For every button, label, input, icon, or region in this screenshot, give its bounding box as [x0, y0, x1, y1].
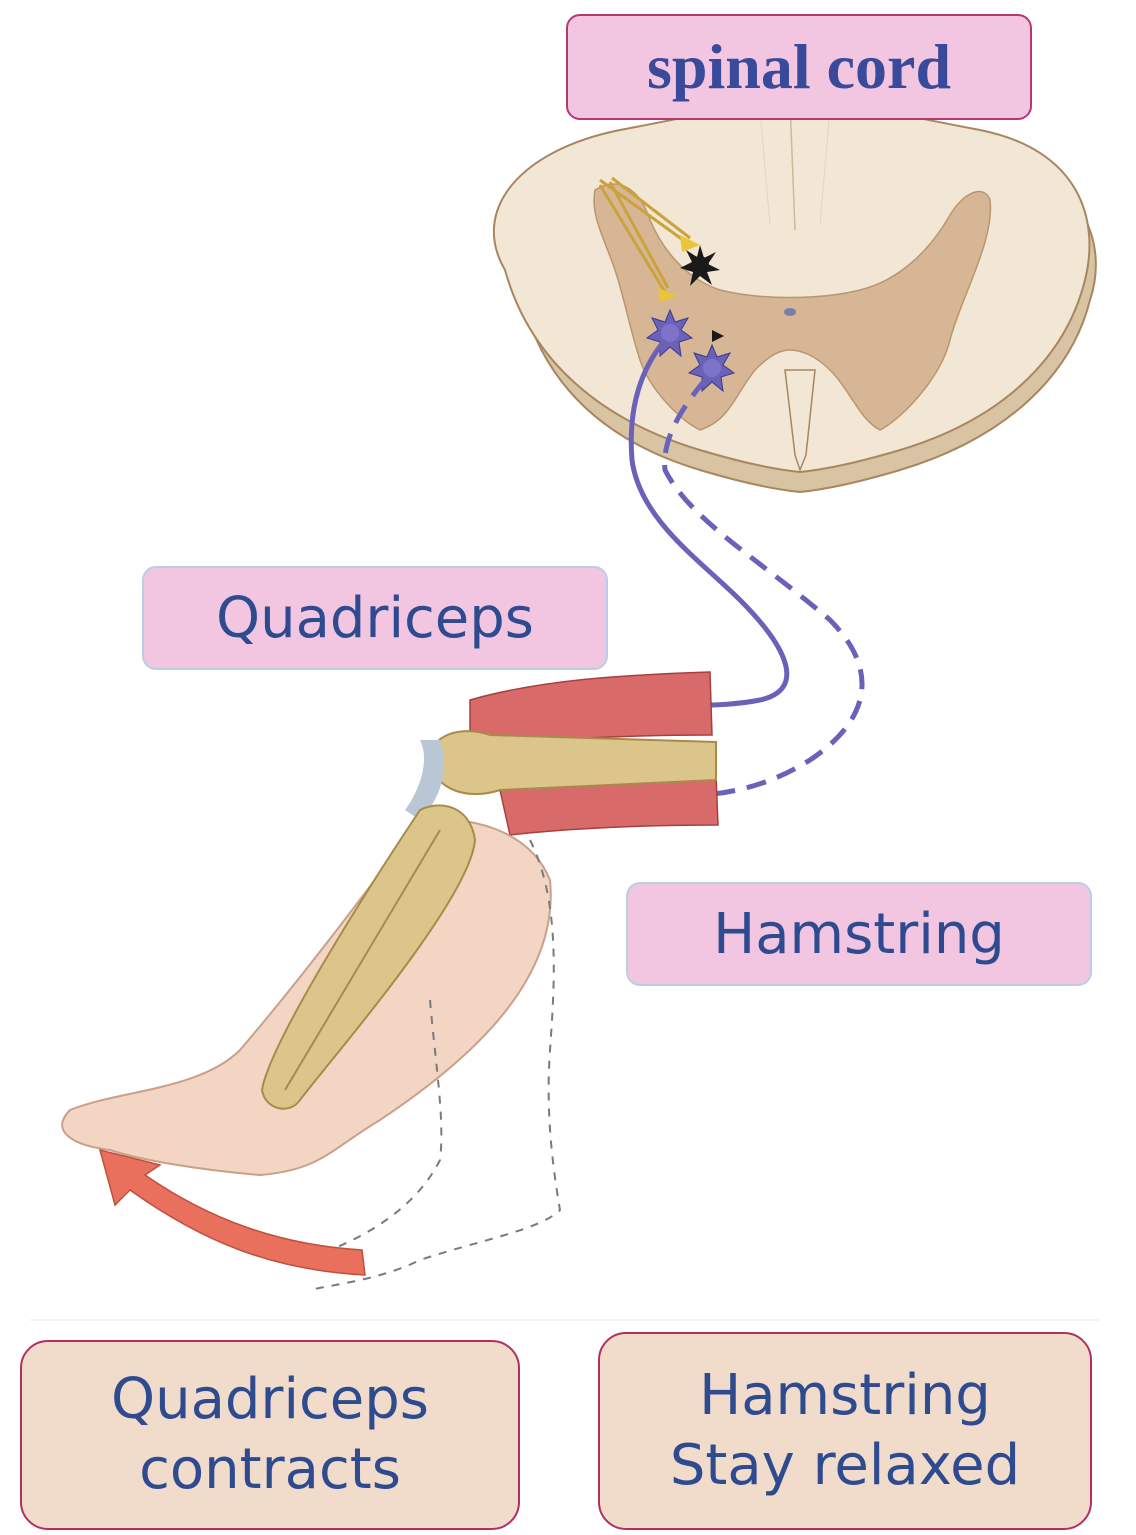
- hamstring-relaxed-line1: Hamstring: [699, 1361, 991, 1431]
- quadriceps-contracts-box: Quadriceps contracts: [20, 1340, 520, 1530]
- spinal-cord-label: spinal cord: [566, 14, 1032, 120]
- hamstring-relaxed-box: Hamstring Stay relaxed: [598, 1332, 1092, 1530]
- quadriceps-muscle: [470, 672, 712, 745]
- hamstring-label: Hamstring: [626, 882, 1092, 986]
- spinal-cord-cross-section: [494, 102, 1096, 492]
- quadriceps-contracts-line2: contracts: [139, 1435, 401, 1505]
- quadriceps-contracts-line1: Quadriceps: [111, 1365, 429, 1435]
- hamstring-relaxed-line2: Stay relaxed: [670, 1431, 1020, 1501]
- leg-illustration: [62, 672, 718, 1290]
- quadriceps-label: Quadriceps: [142, 566, 608, 670]
